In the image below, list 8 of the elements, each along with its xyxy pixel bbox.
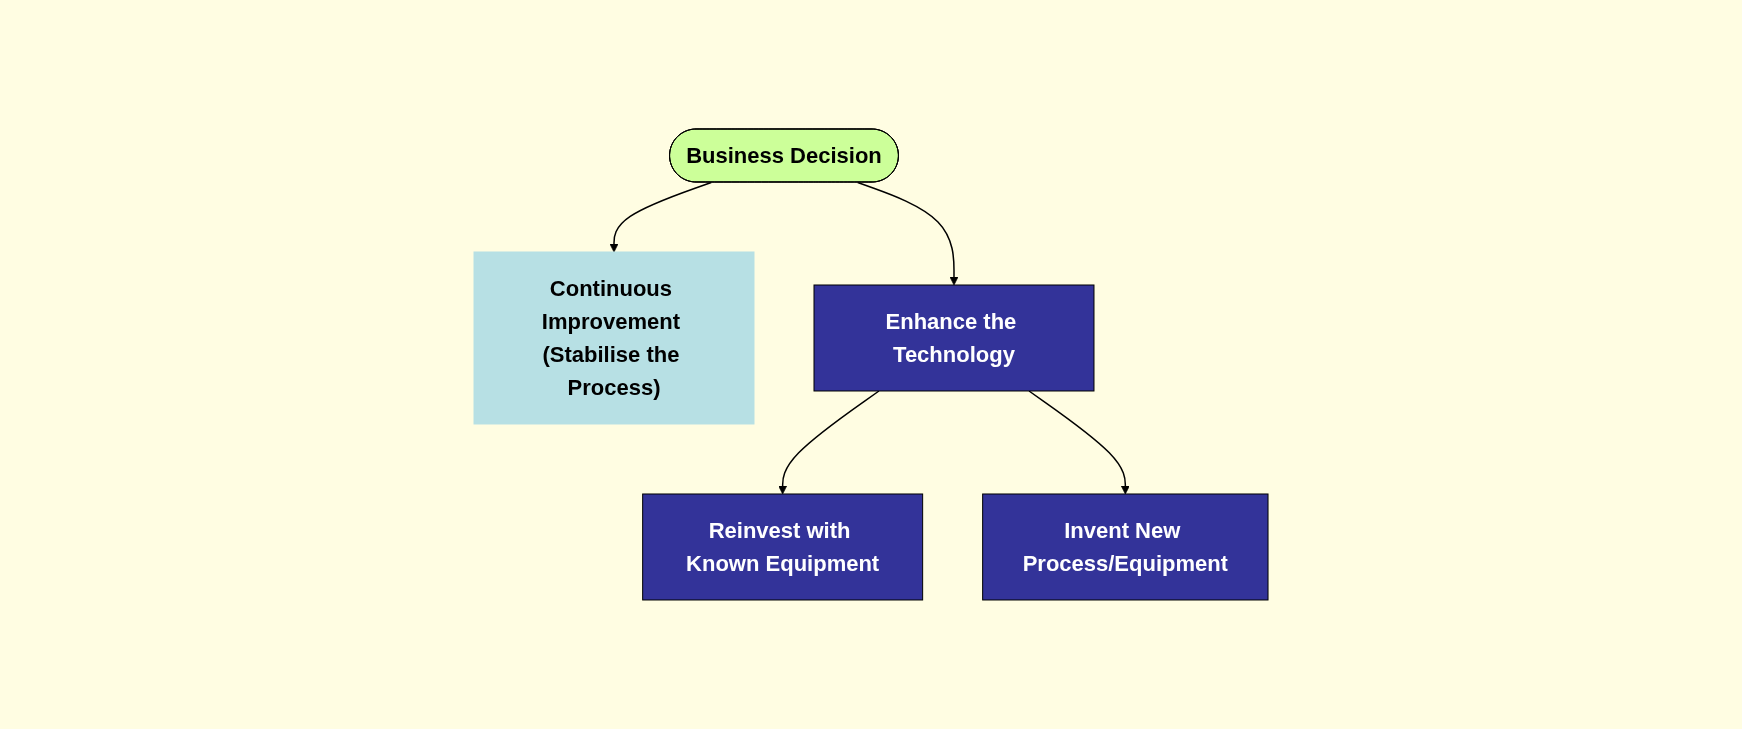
arrow (609, 181, 712, 253)
node-box: Enhance the Technology (813, 284, 1095, 392)
node-box: Invent New Process/Equipment (982, 493, 1269, 601)
arrow (778, 390, 880, 495)
node-box: Continuous Improvement (Stabilise the Process) (473, 251, 755, 425)
arrow (857, 181, 959, 286)
arrow (1028, 390, 1130, 495)
node-box: Reinvest with Known Equipment (642, 493, 924, 601)
